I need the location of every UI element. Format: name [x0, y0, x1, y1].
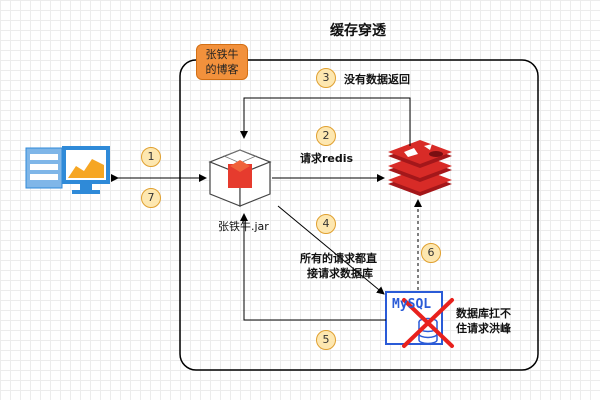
step-badge-7: 7 [141, 188, 161, 208]
system-boundary [179, 59, 539, 371]
arrow-redis-returns-empty [240, 97, 411, 146]
arrow-mysql-to-app [240, 213, 386, 321]
step-badge-1: 1 [141, 147, 161, 167]
client-computer-icon [25, 146, 110, 194]
redis-icon [388, 140, 452, 196]
step4-label-line1: 所有的请求都直 [300, 252, 377, 265]
failure-cross-icon [402, 298, 454, 348]
author-tag-line1: 张铁牛 [205, 48, 239, 61]
step-badge-2: 2 [316, 126, 336, 146]
app-label: 张铁牛.jar [218, 220, 269, 233]
step-badge-5: 5 [316, 330, 336, 350]
mysql-note-line1: 数据库扛不 [456, 307, 511, 320]
author-tag: 张铁牛 的博客 [196, 44, 248, 80]
step4-label-line2: 接请求数据库 [307, 267, 373, 280]
mysql-note-line2: 住请求洪峰 [456, 322, 511, 335]
step-badge-4: 4 [316, 214, 336, 234]
author-tag-line2: 的博客 [205, 63, 239, 76]
arrow-app-to-mysql [277, 205, 385, 295]
step3-label: 没有数据返回 [344, 73, 410, 86]
diagram-title: 缓存穿透 [330, 23, 386, 39]
step-badge-6: 6 [421, 243, 441, 263]
mysql-label: MySQL [392, 297, 432, 312]
app-cube-icon [208, 149, 272, 207]
step2-label: 请求redis [300, 152, 354, 165]
step-badge-3: 3 [316, 68, 336, 88]
